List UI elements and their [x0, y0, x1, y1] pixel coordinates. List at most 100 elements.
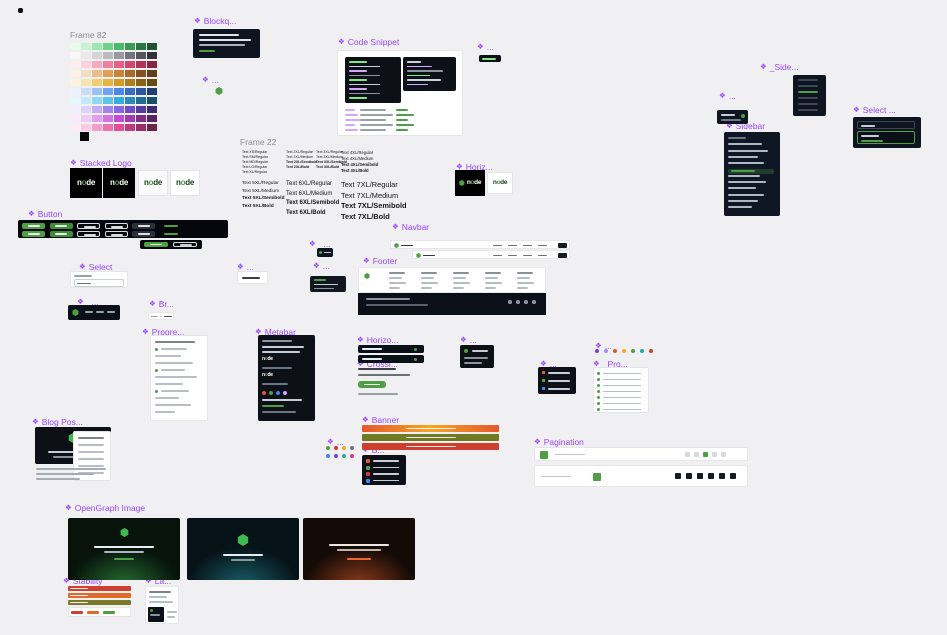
- select-dark-component[interactable]: [853, 117, 921, 148]
- pagination-page-square[interactable]: [686, 473, 692, 479]
- component-label-opengraph[interactable]: ❖OpenGraph Image: [65, 503, 146, 513]
- color-swatch[interactable]: [114, 61, 124, 68]
- pagination-page-square[interactable]: [703, 452, 708, 457]
- color-swatch[interactable]: [147, 52, 157, 59]
- logo-tile-dark[interactable]: node: [70, 168, 102, 198]
- pro-list-component[interactable]: [593, 367, 649, 413]
- color-swatch[interactable]: [147, 97, 157, 104]
- button-shape[interactable]: [22, 231, 45, 237]
- color-swatch[interactable]: [92, 61, 102, 68]
- pagination-page-square[interactable]: [719, 473, 725, 479]
- color-swatch[interactable]: [136, 43, 146, 50]
- navbar-component[interactable]: [390, 240, 570, 249]
- hexagon-logo-icon[interactable]: [215, 87, 223, 95]
- color-swatch[interactable]: [114, 115, 124, 122]
- color-swatch[interactable]: [70, 97, 80, 104]
- component-label-navbar[interactable]: ❖Navbar: [392, 222, 430, 232]
- opengraph-image-card[interactable]: [303, 518, 415, 580]
- navbar-dark-mini-component[interactable]: [68, 305, 120, 320]
- component-label-dots-cluster[interactable]: ❖...: [327, 437, 344, 447]
- color-swatch[interactable]: [81, 61, 91, 68]
- color-swatch[interactable]: [114, 70, 124, 77]
- color-swatch[interactable]: [81, 124, 91, 131]
- color-swatch[interactable]: [92, 106, 102, 113]
- component-label-banner[interactable]: ❖Banner: [362, 415, 400, 425]
- color-swatch[interactable]: [70, 106, 80, 113]
- color-swatch[interactable]: [114, 124, 124, 131]
- crosslink-button[interactable]: [358, 381, 386, 388]
- color-swatch[interactable]: [103, 115, 113, 122]
- component-label-dots-mid[interactable]: ❖...: [237, 262, 254, 272]
- color-swatch[interactable]: [147, 115, 157, 122]
- component-label-underscore-a[interactable]: ❖_...: [309, 239, 331, 249]
- color-swatch[interactable]: [125, 61, 135, 68]
- breadcrumb-component[interactable]: [148, 312, 174, 320]
- pagination-page-square[interactable]: [721, 452, 726, 457]
- color-swatch[interactable]: [136, 70, 146, 77]
- button-shape[interactable]: [173, 242, 197, 247]
- color-swatch[interactable]: [70, 70, 80, 77]
- button-shape[interactable]: [160, 231, 183, 237]
- color-swatch[interactable]: [147, 43, 157, 50]
- component-label-dots-side[interactable]: ❖...: [719, 91, 736, 101]
- color-swatch[interactable]: [103, 106, 113, 113]
- pagination-bar-component-variant[interactable]: [534, 465, 748, 487]
- color-swatch[interactable]: [147, 61, 157, 68]
- color-swatch[interactable]: [125, 106, 135, 113]
- button-shape[interactable]: [144, 242, 168, 247]
- underscore-mini-component[interactable]: [317, 248, 333, 257]
- component-label-side-partial[interactable]: ❖_Side...: [760, 62, 799, 72]
- pagination-page-square[interactable]: [697, 473, 703, 479]
- color-swatch[interactable]: [81, 70, 91, 77]
- component-label-dots-strip[interactable]: ❖...: [595, 341, 612, 351]
- button-shape[interactable]: [132, 231, 155, 237]
- pagination-page-square[interactable]: [730, 473, 736, 479]
- side-partial-component[interactable]: [793, 75, 826, 116]
- logo-tile-dark[interactable]: node: [455, 170, 485, 196]
- component-label-dots-tooltip[interactable]: ❖...: [313, 261, 330, 271]
- color-swatch[interactable]: [114, 79, 124, 86]
- code-mini-component[interactable]: [479, 55, 501, 62]
- pagination-page-square[interactable]: [675, 473, 681, 479]
- component-label-pro[interactable]: ❖_Pro...: [593, 359, 628, 369]
- color-dot-cluster[interactable]: [326, 446, 360, 462]
- opengraph-image-card[interactable]: [68, 518, 180, 580]
- color-swatch[interactable]: [92, 79, 102, 86]
- color-swatch[interactable]: [70, 88, 80, 95]
- color-swatch[interactable]: [92, 43, 102, 50]
- color-swatch[interactable]: [92, 52, 102, 59]
- color-swatch[interactable]: [147, 79, 157, 86]
- color-swatch[interactable]: [114, 97, 124, 104]
- component-label-sidebar[interactable]: ❖Sidebar: [726, 121, 766, 131]
- logo-tile-light[interactable]: node: [170, 170, 200, 196]
- button-shape[interactable]: [77, 223, 100, 229]
- blockquote-component[interactable]: [193, 29, 260, 58]
- component-label-crosslink[interactable]: ❖Crossl...: [357, 359, 398, 369]
- stability-bar[interactable]: [68, 593, 131, 598]
- color-swatch[interactable]: [136, 52, 146, 59]
- component-label-stacked-logo[interactable]: ❖Stacked Logo: [70, 158, 132, 168]
- color-swatch[interactable]: [147, 70, 157, 77]
- pagination-page-square[interactable]: [712, 452, 717, 457]
- color-swatch[interactable]: [136, 124, 146, 131]
- color-swatch[interactable]: [103, 70, 113, 77]
- code-snippet-component[interactable]: [337, 50, 463, 136]
- color-swatch[interactable]: [136, 61, 146, 68]
- color-swatch[interactable]: [114, 106, 124, 113]
- select-light-component[interactable]: [70, 271, 128, 288]
- layout-mini-component[interactable]: [145, 586, 179, 624]
- button-shape[interactable]: [132, 223, 155, 229]
- color-swatch[interactable]: [136, 88, 146, 95]
- color-swatch-black[interactable]: [80, 132, 89, 141]
- color-swatch[interactable]: [114, 88, 124, 95]
- button-shape[interactable]: [49, 231, 73, 237]
- opengraph-image-card[interactable]: [187, 518, 299, 580]
- pagination-page-square[interactable]: [694, 452, 699, 457]
- color-swatch[interactable]: [81, 88, 91, 95]
- color-swatch[interactable]: [103, 52, 113, 59]
- button-shape[interactable]: [49, 223, 73, 229]
